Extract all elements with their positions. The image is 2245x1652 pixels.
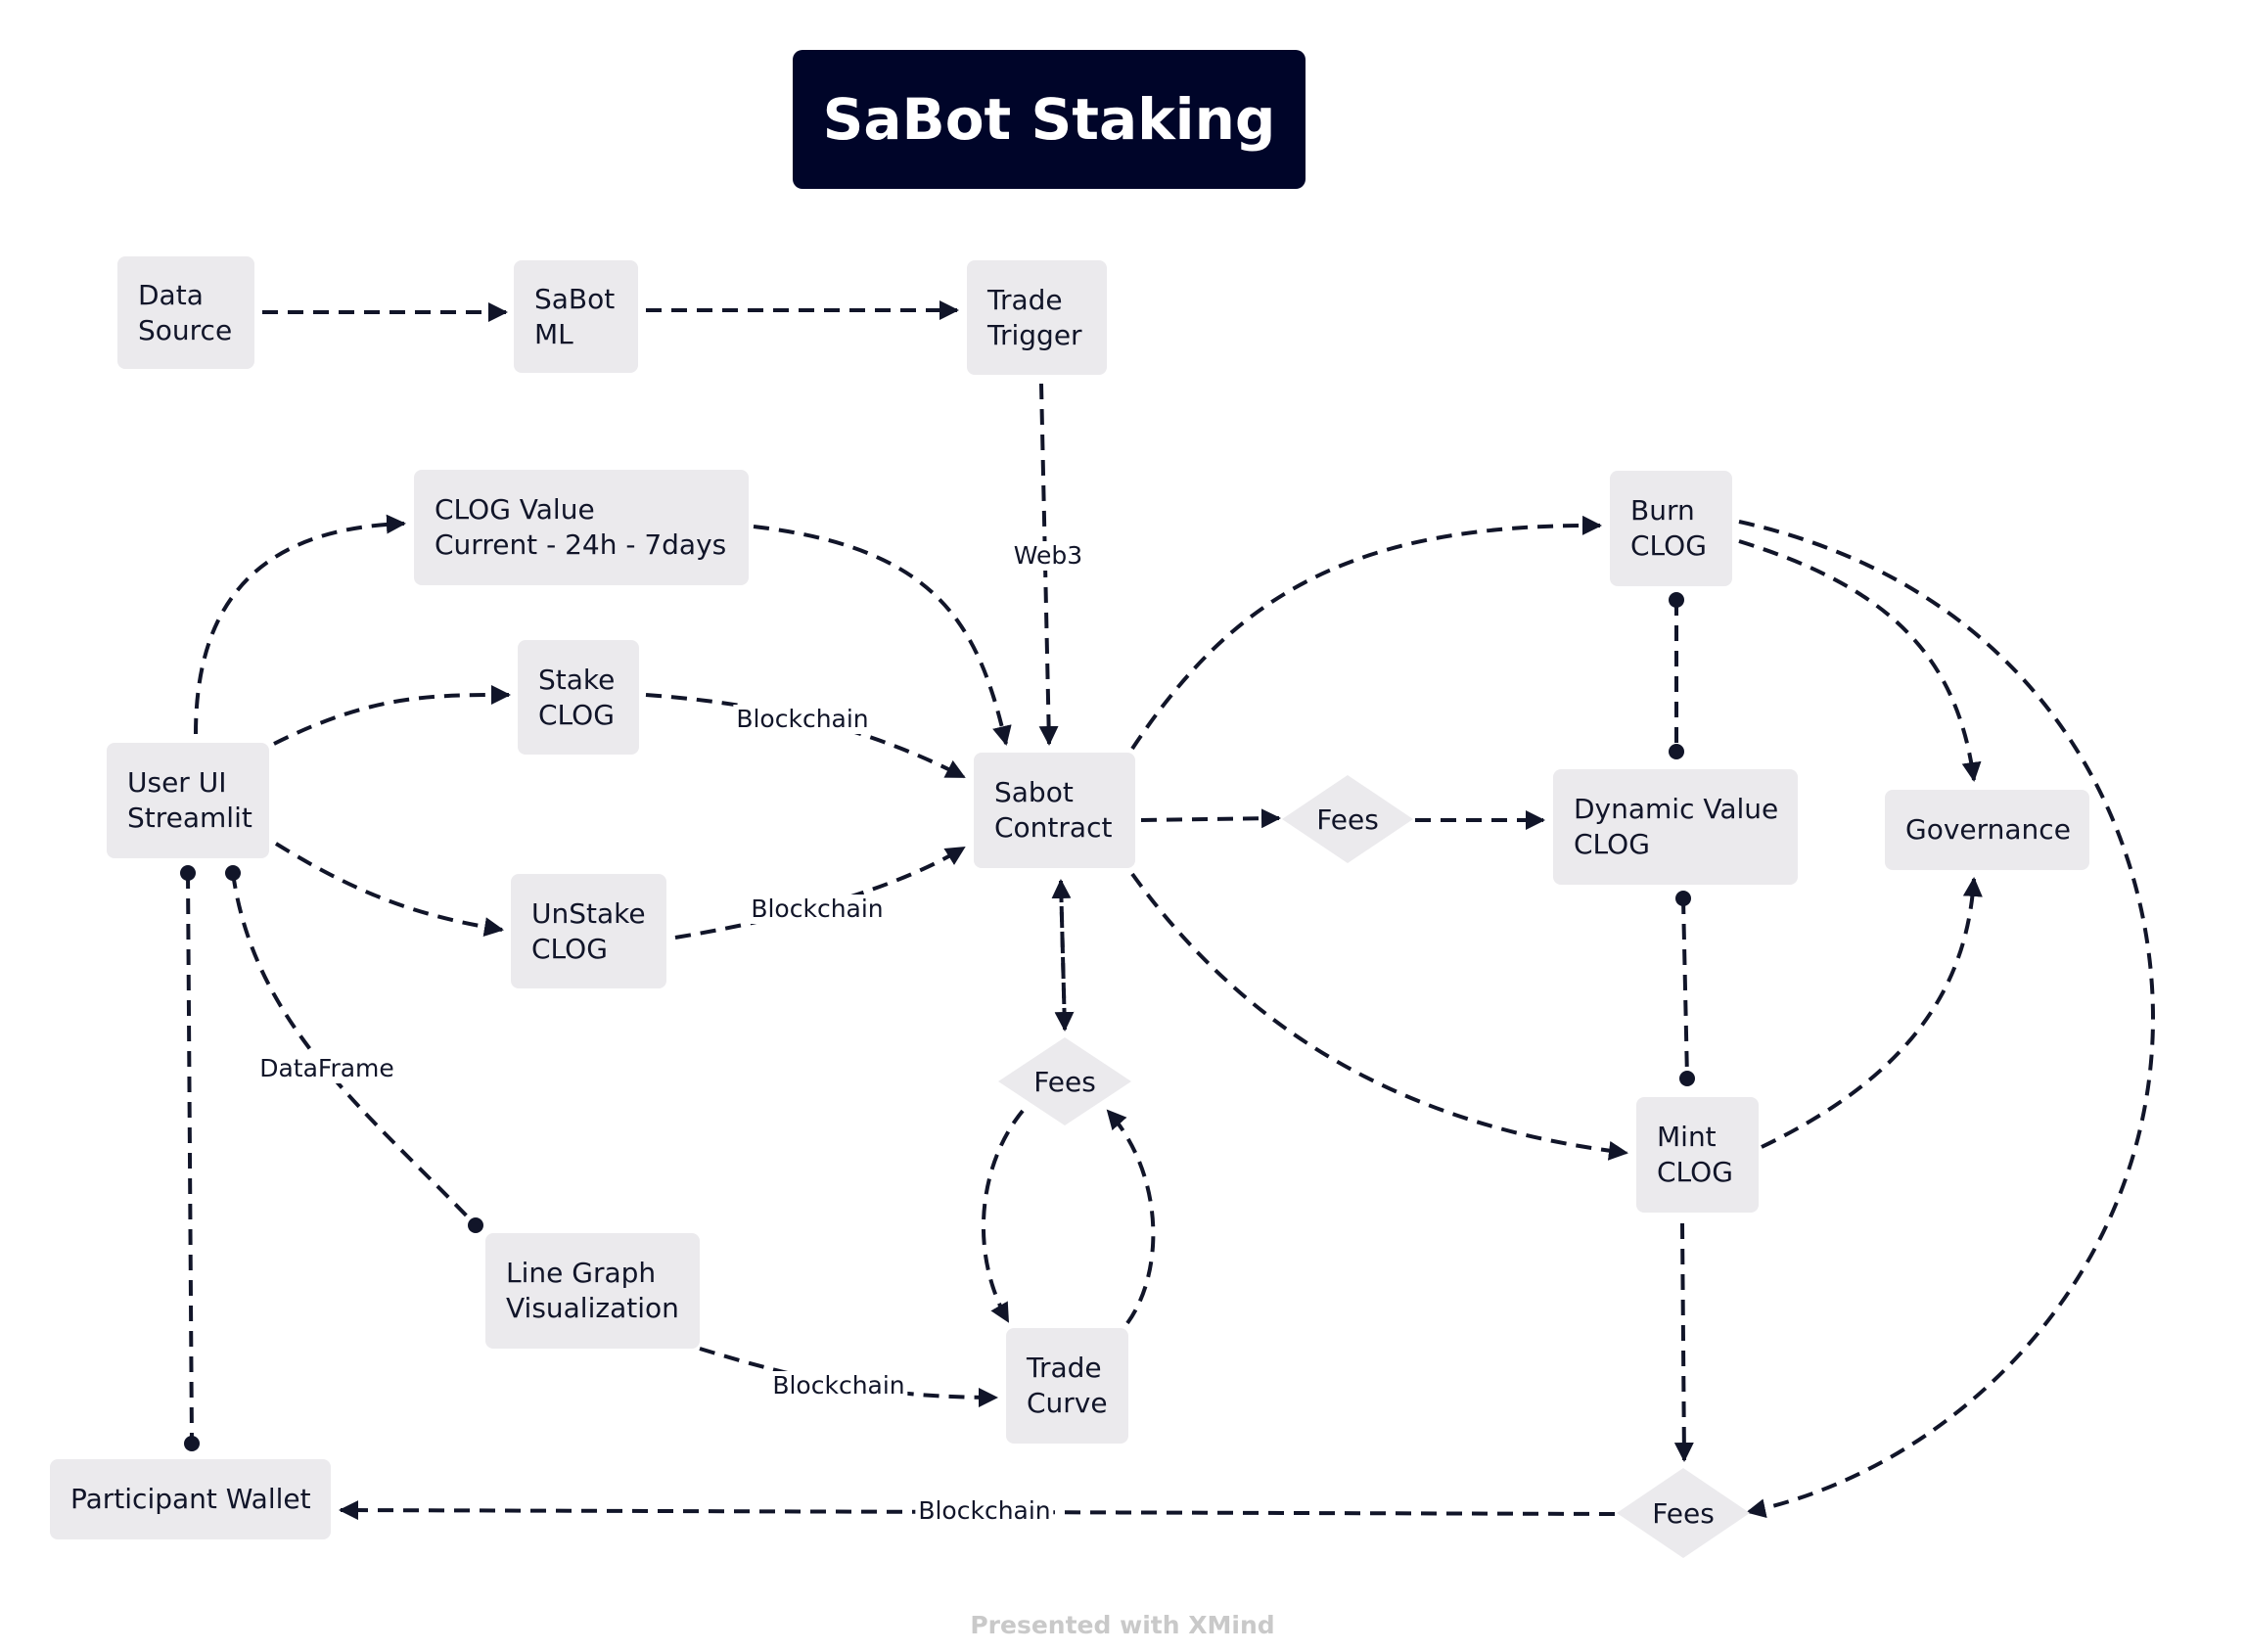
node-label: Trade Curve	[1027, 1352, 1108, 1419]
diamond-label: Fees	[1316, 803, 1379, 836]
diagram-title: SaBot Staking	[793, 50, 1306, 189]
edge-label-web3: Web3	[1010, 541, 1086, 571]
diamond-label: Fees	[1033, 1065, 1096, 1098]
connector-dot	[184, 1436, 200, 1451]
diamond-fees-bottom[interactable]: Fees	[1617, 1468, 1750, 1558]
node-label: Mint CLOG	[1657, 1121, 1733, 1188]
edge-mint-feesbottom	[1673, 1222, 1694, 1462]
connector-dot	[468, 1217, 483, 1233]
edge-contract-fees	[1140, 808, 1281, 829]
diamond-shape	[1617, 1468, 1750, 1558]
node-user-ui[interactable]: User UI Streamlit	[107, 743, 269, 858]
node-stake-clog[interactable]: Stake CLOG	[518, 640, 639, 755]
node-label: Line Graph Visualization	[506, 1257, 679, 1324]
edge-burn-feesbottom	[1738, 520, 2156, 1519]
node-trade-trigger[interactable]: Trade Trigger	[967, 260, 1107, 375]
edge-contract-feesmiddle	[1054, 880, 1075, 1032]
node-trade-curve[interactable]: Trade Curve	[1006, 1328, 1128, 1444]
node-clog-value[interactable]: CLOG Value Current - 24h - 7days	[414, 470, 749, 585]
node-label: Burn CLOG	[1630, 494, 1707, 562]
edge-label-curve-blockchain: Blockchain	[769, 1371, 908, 1400]
node-label: Trade Trigger	[987, 283, 1082, 351]
node-dynamic-value-clog[interactable]: Dynamic Value CLOG	[1553, 769, 1798, 885]
diamond-shape	[998, 1037, 1131, 1125]
node-mint-clog[interactable]: Mint CLOG	[1636, 1097, 1759, 1213]
edge-label-stake-blockchain: Blockchain	[733, 705, 872, 734]
node-data-source[interactable]: Data Source	[117, 256, 254, 369]
node-label: Dynamic Value CLOG	[1574, 793, 1779, 860]
node-label: Sabot Contract	[994, 776, 1113, 844]
diamond-shape	[1282, 775, 1413, 863]
node-label: Governance	[1905, 813, 2071, 846]
connector-dot	[180, 865, 196, 881]
node-label: Stake CLOG	[538, 663, 616, 731]
diamond-label: Fees	[1652, 1496, 1715, 1530]
node-label: User UI Streamlit	[127, 766, 252, 834]
edge-dynamicvalue-mint	[1681, 897, 1689, 1079]
node-line-graph[interactable]: Line Graph Visualization	[485, 1233, 700, 1349]
node-sabot-contract[interactable]: Sabot Contract	[974, 753, 1135, 868]
edge-feesmiddle-contract	[1051, 879, 1072, 1031]
edge-userui-linegraph	[231, 872, 478, 1227]
node-governance[interactable]: Governance	[1885, 790, 2089, 870]
node-unstake-clog[interactable]: UnStake CLOG	[511, 874, 666, 988]
edge-label-dataframe: DataFrame	[256, 1054, 397, 1083]
diamond-fees-middle[interactable]: Fees	[998, 1037, 1131, 1125]
edge-tradecurve-feesmiddle	[1106, 1109, 1156, 1325]
node-label: UnStake CLOG	[531, 896, 646, 965]
node-sabot-ml[interactable]: SaBot ML	[514, 260, 638, 373]
footer-credit: Presented with XMind	[970, 1611, 1275, 1639]
connector-dot	[1669, 744, 1684, 759]
node-participant-wallet[interactable]: Participant Wallet	[50, 1459, 331, 1539]
connector-dot	[225, 865, 241, 881]
edge-userui-wallet	[186, 872, 194, 1445]
node-label: Data Source	[138, 278, 233, 346]
edge-contract-burn	[1130, 515, 1602, 751]
edge-userui-stake	[273, 685, 511, 746]
edge-burn-governance	[1738, 539, 1982, 782]
edge-contract-mint	[1130, 872, 1628, 1161]
edge-mint-governance	[1761, 877, 1983, 1149]
node-label: CLOG Value Current - 24h - 7days	[435, 493, 727, 561]
edge-linegraph-tradecurve	[699, 1347, 998, 1407]
edge-label-unstake-blockchain: Blockchain	[748, 895, 887, 924]
node-label: Participant Wallet	[70, 1483, 311, 1515]
edge-userui-unstake	[274, 842, 504, 938]
edge-unstake-contract	[674, 846, 966, 940]
diamond-fees-center[interactable]: Fees	[1282, 775, 1413, 863]
connector-dot	[1669, 592, 1684, 608]
edge-feesmiddle-tradecurve	[981, 1109, 1025, 1323]
edge-userui-clogvalue	[194, 514, 406, 735]
edge-label-wallet-blockchain: Blockchain	[915, 1496, 1054, 1526]
node-label: SaBot ML	[534, 282, 616, 350]
node-burn-clog[interactable]: Burn CLOG	[1610, 471, 1732, 586]
connector-dot	[1675, 891, 1691, 906]
edge-clogvalue-contract	[753, 525, 1012, 746]
connector-dot	[1679, 1071, 1695, 1086]
